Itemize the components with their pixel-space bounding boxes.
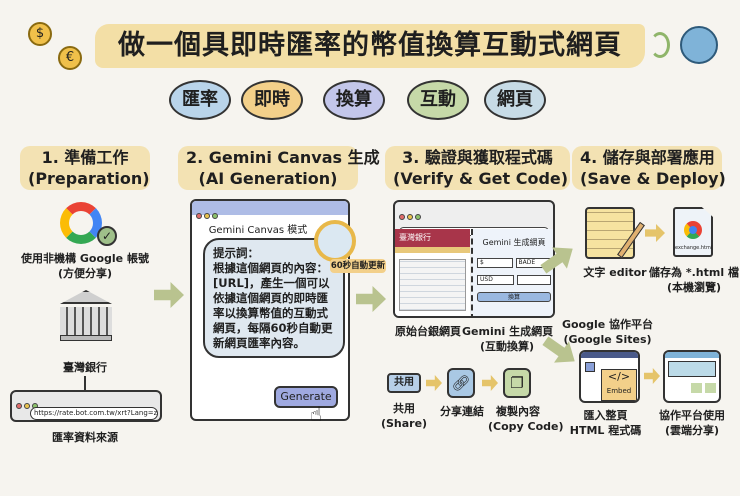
editor-label: 文字 editor (583, 266, 647, 279)
generate-button[interactable]: Generate (274, 386, 338, 408)
link-label: 分享連結 (440, 405, 484, 418)
step-title: 2. Gemini Canvas 生成 (186, 148, 380, 167)
window-title: Gemini Canvas 模式 (208, 225, 308, 236)
prompt-label: 提示詞： (213, 246, 259, 260)
account-note: 使用非機構 Google 帳號(方便分享) (21, 252, 149, 280)
bank-label: 臺灣銀行 (63, 361, 107, 374)
arrow-right-icon (645, 224, 665, 242)
embed-block: </>Embed (601, 369, 637, 401)
share-button[interactable]: 共用 (387, 373, 421, 393)
prompt-text: 根據這個網頁的內容：[URL]，產生一個可以依據這個網頁的即時匯率以換算幣值的互… (213, 261, 333, 350)
tag-conversion: 換算 (323, 80, 385, 120)
share-label: 共用(Share) (380, 402, 428, 430)
source-browser: https://rate.bot.com.tw/xrt?Lang=zh-TW (10, 390, 162, 422)
amount-field[interactable]: $ (477, 258, 513, 268)
step-3-header: 3. 驗證與獲取程式碼 (Verify & Get Code) (385, 146, 570, 190)
notepad-icon (585, 207, 635, 259)
url-field[interactable]: https://rate.bot.com.tw/xrt?Lang=zh-TW (30, 407, 158, 420)
step-1-header: 1. 準備工作 (Preparation) (20, 146, 150, 190)
chrome-icon (684, 221, 702, 239)
convert-button[interactable]: 換算 (477, 292, 551, 302)
arrow-right-icon (356, 286, 386, 312)
auto-update-badge: 60秒自動更新 (330, 259, 386, 273)
tag-interactive: 互動 (407, 80, 469, 120)
result-field[interactable] (516, 275, 551, 285)
bank-icon (60, 290, 112, 345)
prompt-bubble: 提示詞： 根據這個網頁的內容：[URL]，產生一個可以依據這個網頁的即時匯率以換… (203, 238, 345, 358)
step-subtitle: (AI Generation) (198, 169, 338, 188)
arrow-right-icon (154, 282, 184, 308)
panel-title: Gemini 生成網頁 (482, 238, 546, 247)
globe-sync-icon (650, 22, 722, 70)
arrow-right-icon (482, 375, 498, 391)
gemini-page-label: Gemini 生成網頁(互動換算) (462, 325, 554, 353)
sites-published-window (663, 350, 721, 403)
step-2-header: 2. Gemini Canvas 生成 (AI Generation) (178, 146, 380, 190)
tag-exchange-rate: 匯率 (169, 80, 231, 120)
use-label: 協作平台使用(雲端分享) (659, 409, 725, 437)
link-icon: 🔗︎ (447, 368, 475, 398)
google-icon (60, 202, 102, 244)
file-name: exchange.html (675, 245, 713, 251)
step-title: 1. 準備工作 (41, 148, 129, 167)
step-subtitle: (Verify & Get Code) (393, 169, 569, 188)
copy-icon: ❐ (503, 368, 531, 398)
step-title: 3. 驗證與獲取程式碼 (402, 148, 553, 167)
tag-webpage: 網頁 (484, 80, 546, 120)
copy-label: 複製內容(Copy Code) (488, 405, 564, 433)
sites-editor-window: </>Embed (579, 350, 640, 403)
source-label: 匯率資料來源 (52, 431, 118, 444)
hand-cursor-icon: ☝ (310, 402, 323, 426)
original-page-label: 原始台銀網頁 (395, 325, 461, 338)
arrow-right-icon (644, 368, 660, 384)
bank-logo: 臺灣銀行 (395, 229, 470, 247)
step-title: 4. 儲存與部署應用 (580, 148, 715, 167)
currency-exchange-icon: $ € (28, 18, 88, 74)
save-label: 儲存為 *.html 檔(本機瀏覽) (649, 266, 739, 294)
comparison-browser: 臺灣銀行 Gemini 生成網頁 $ BADE USD 換算 (393, 200, 555, 318)
arrow-right-icon (426, 375, 442, 391)
step-4-header: 4. 儲存與部署應用 (Save & Deploy) (572, 146, 726, 190)
html-file-icon: exchange.html (673, 207, 713, 257)
clock-icon (314, 220, 356, 262)
connector-line (84, 376, 86, 392)
step-subtitle: (Preparation) (28, 169, 150, 188)
source-currency-field[interactable]: USD (477, 275, 514, 285)
page-title: 做一個具即時匯率的幣值換算互動式網頁 (95, 24, 645, 68)
google-sites-label: Google 協作平台(Google Sites) (561, 318, 654, 346)
check-icon: ✓ (97, 226, 117, 246)
step-subtitle: (Save & Deploy) (580, 169, 726, 188)
tag-realtime: 即時 (241, 80, 303, 120)
